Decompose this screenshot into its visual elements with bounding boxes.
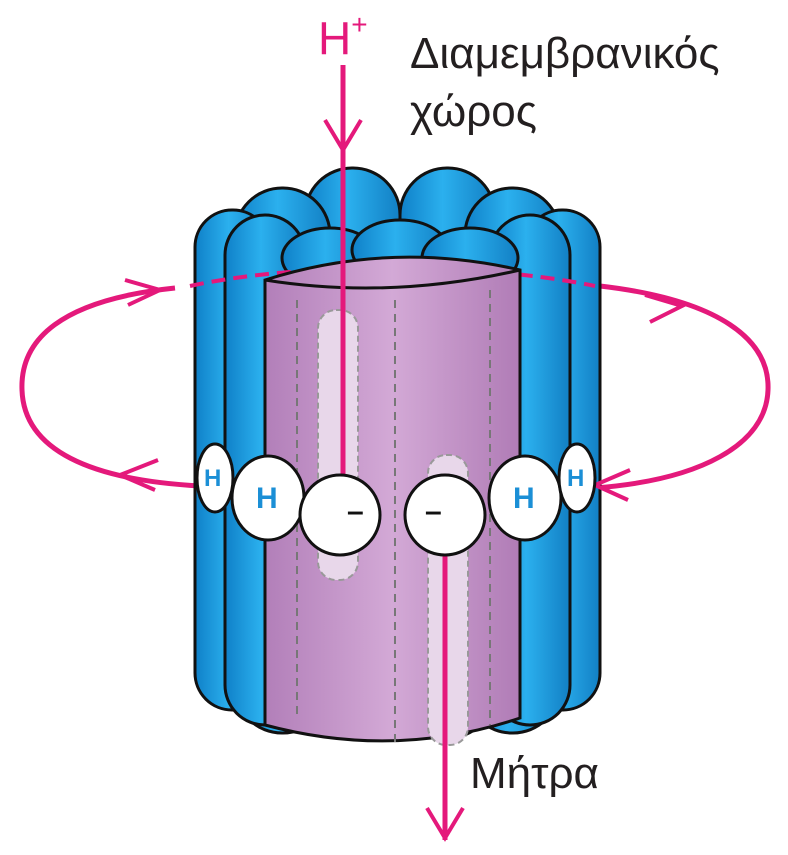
proton-label: H+: [318, 4, 368, 63]
matrix-label: Μήτρα: [470, 750, 599, 798]
intermembrane-space-label: Διαμεμβρανικός: [410, 30, 720, 78]
negative-charge-label: –: [425, 497, 442, 527]
hydrogen-label: H: [256, 484, 278, 514]
hydrogen-label: H: [513, 484, 535, 514]
negative-charge-label: –: [347, 497, 364, 527]
rotation-arrow-icon: [22, 288, 200, 486]
hydrogen-label: H: [567, 464, 584, 494]
rotation-arrow-icon: [595, 286, 768, 488]
intermembrane-space-label-line2: χώρος: [410, 88, 537, 136]
hydrogen-label: H: [204, 464, 221, 494]
